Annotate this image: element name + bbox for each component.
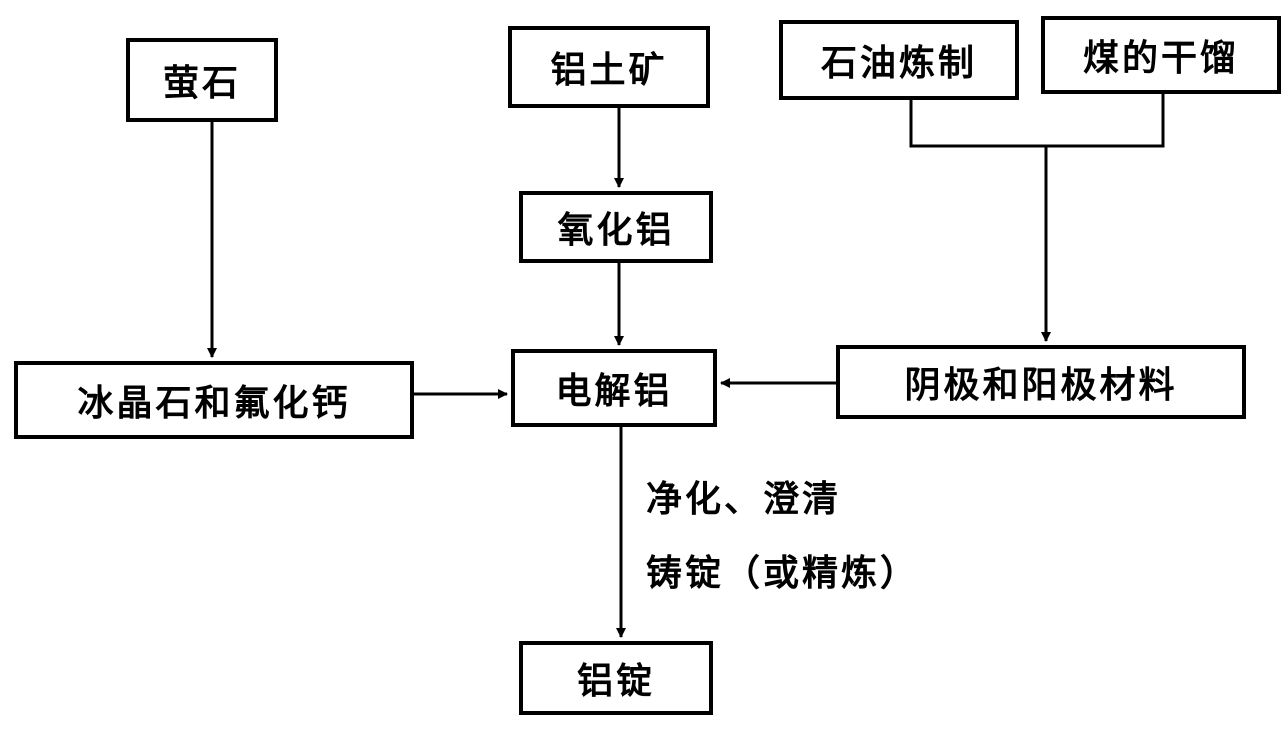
process-note-cast-or-refine: 铸锭（或精炼） <box>646 553 920 594</box>
node-coal-distillation: 煤的干馏 <box>1041 16 1281 94</box>
node-fluorite-label: 萤石 <box>162 63 241 104</box>
node-electrolytic-aluminum-label: 电解铝 <box>555 371 673 412</box>
node-bauxite: 铝土矿 <box>508 26 710 108</box>
node-aluminum-ingot-label: 铝锭 <box>576 661 655 702</box>
merge-bracket-petroleum-coal <box>909 94 1165 148</box>
node-cryolite-calcium-fluoride: 冰晶石和氟化钙 <box>14 361 414 439</box>
node-cathode-anode-materials-label: 阴极和阳极材料 <box>904 365 1178 406</box>
node-coal-distillation-label: 煤的干馏 <box>1082 38 1239 79</box>
node-bauxite-label: 铝土矿 <box>550 50 668 91</box>
node-cathode-anode-materials: 阴极和阳极材料 <box>836 345 1246 419</box>
process-note-purify-clarify: 净化、澄清 <box>646 479 842 520</box>
node-electrolytic-aluminum: 电解铝 <box>511 349 717 427</box>
node-alumina-label: 氧化铝 <box>557 210 675 251</box>
node-alumina: 氧化铝 <box>519 191 713 263</box>
node-petroleum-refining-label: 石油炼制 <box>820 43 977 84</box>
node-cryolite-calcium-fluoride-label: 冰晶石和氟化钙 <box>77 383 351 424</box>
node-fluorite: 萤石 <box>126 38 278 122</box>
node-aluminum-ingot: 铝锭 <box>519 641 713 715</box>
node-petroleum-refining: 石油炼制 <box>779 20 1019 100</box>
